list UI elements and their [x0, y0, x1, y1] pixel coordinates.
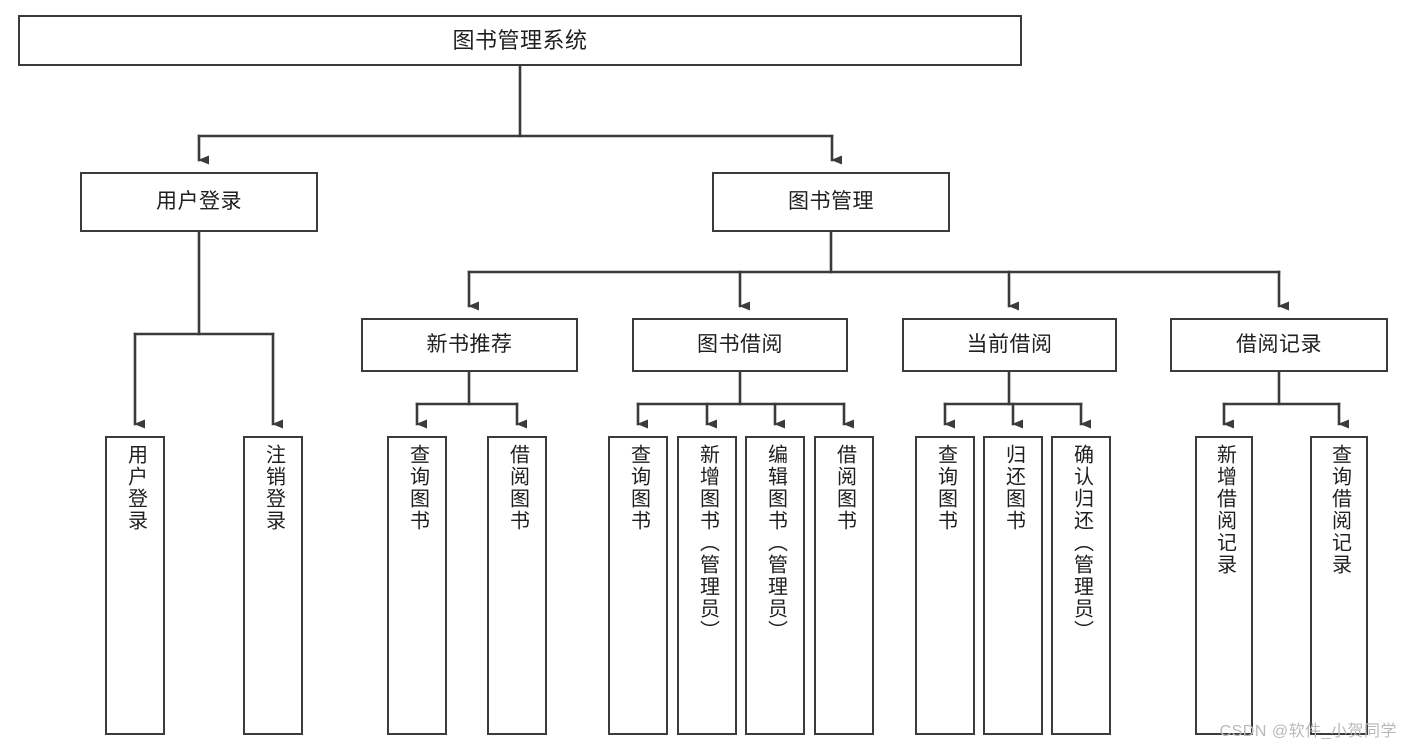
node-leaf-query-book-borrow-label: 查询图书	[627, 444, 650, 532]
node-borrow-record[interactable]: 借阅记录	[1170, 318, 1388, 372]
node-root-label: 图书管理系统	[452, 27, 588, 53]
node-borrow-record-label: 借阅记录	[1236, 332, 1322, 356]
node-leaf-query-record[interactable]: 查询借阅记录	[1310, 436, 1368, 735]
node-leaf-logout-label: 注销登录	[262, 444, 285, 532]
node-leaf-borrow-book[interactable]: 借阅图书	[814, 436, 874, 735]
node-current-borrow-label: 当前借阅	[966, 332, 1053, 356]
node-leaf-query-record-label: 查询借阅记录	[1328, 444, 1351, 576]
node-leaf-add-book-admin[interactable]: 新增图书（管理员）	[677, 436, 737, 735]
node-leaf-query-book-borrow[interactable]: 查询图书	[608, 436, 668, 735]
node-leaf-add-book-admin-label: 新增图书（管理员）	[696, 444, 719, 642]
node-leaf-borrow-book-new-label: 借阅图书	[506, 444, 529, 532]
node-book-management[interactable]: 图书管理	[712, 172, 950, 232]
csdn-watermark: CSDN @软件_小贺同学	[1219, 723, 1397, 740]
node-leaf-borrow-book-new[interactable]: 借阅图书	[487, 436, 547, 735]
node-leaf-return-book[interactable]: 归还图书	[983, 436, 1043, 735]
node-user-login-label: 用户登录	[156, 189, 242, 213]
node-book-borrow-label: 图书借阅	[697, 332, 783, 356]
node-leaf-user-login-label: 用户登录	[124, 444, 147, 532]
node-leaf-confirm-return[interactable]: 确认归还（管理员）	[1051, 436, 1111, 735]
node-leaf-return-book-label: 归还图书	[1002, 444, 1025, 532]
node-leaf-query-book-new[interactable]: 查询图书	[387, 436, 447, 735]
node-leaf-logout[interactable]: 注销登录	[243, 436, 303, 735]
node-book-borrow[interactable]: 图书借阅	[632, 318, 848, 372]
node-leaf-borrow-book-label: 借阅图书	[833, 444, 856, 532]
node-book-management-label: 图书管理	[788, 189, 874, 213]
node-leaf-query-book-current-label: 查询图书	[934, 444, 957, 532]
node-new-book-recommend-label: 新书推荐	[426, 332, 513, 356]
node-leaf-edit-book-admin-label: 编辑图书（管理员）	[764, 444, 787, 642]
node-user-login[interactable]: 用户登录	[80, 172, 318, 232]
node-leaf-edit-book-admin[interactable]: 编辑图书（管理员）	[745, 436, 805, 735]
node-leaf-query-book-current[interactable]: 查询图书	[915, 436, 975, 735]
node-leaf-confirm-return-label: 确认归还（管理员）	[1070, 444, 1093, 642]
node-current-borrow[interactable]: 当前借阅	[902, 318, 1117, 372]
node-leaf-add-record[interactable]: 新增借阅记录	[1195, 436, 1253, 735]
node-leaf-query-book-new-label: 查询图书	[406, 444, 429, 532]
node-leaf-user-login[interactable]: 用户登录	[105, 436, 165, 735]
node-root-system[interactable]: 图书管理系统	[18, 15, 1022, 66]
node-leaf-add-record-label: 新增借阅记录	[1213, 444, 1236, 576]
node-new-book-recommend[interactable]: 新书推荐	[361, 318, 578, 372]
